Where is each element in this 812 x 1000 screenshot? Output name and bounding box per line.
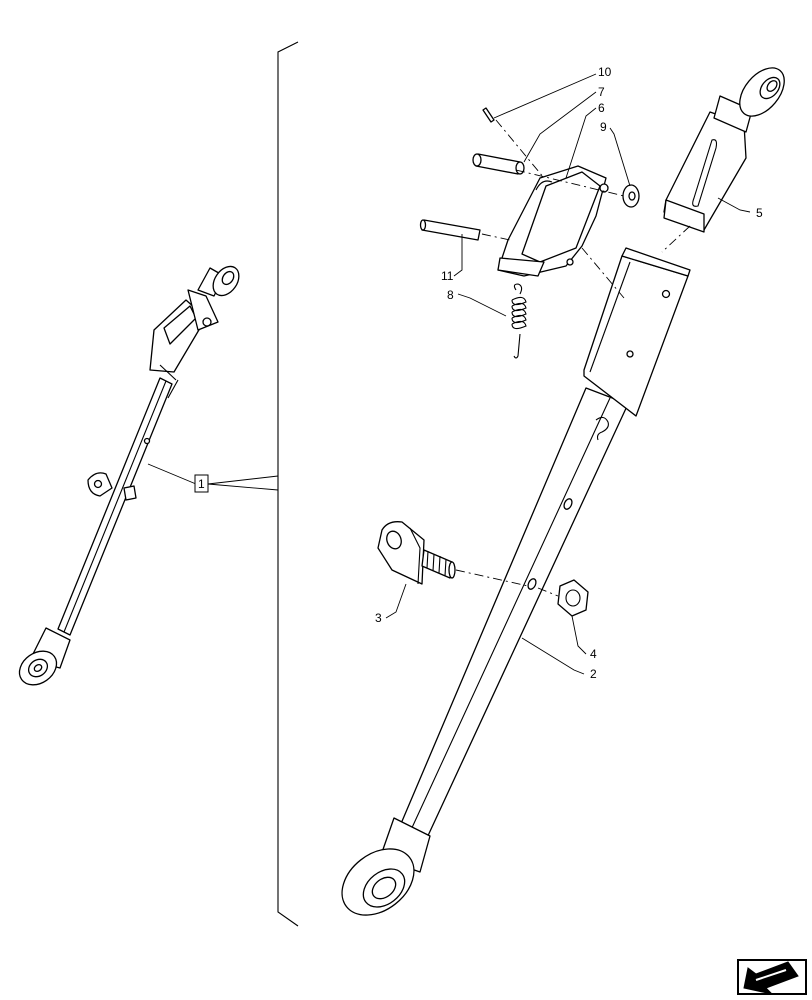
callout-6: 6 bbox=[598, 101, 605, 115]
assembly-axes bbox=[455, 119, 691, 597]
sliding-end bbox=[663, 67, 785, 233]
split-pin bbox=[482, 107, 495, 123]
washer bbox=[622, 184, 640, 208]
callout-11: 11 bbox=[441, 269, 454, 283]
callout-9: 9 bbox=[600, 120, 607, 134]
group-brace bbox=[277, 41, 299, 927]
callout-3: 3 bbox=[375, 611, 382, 625]
callout-1: 1 bbox=[198, 477, 205, 491]
link-bar-bottom-eye bbox=[341, 817, 431, 916]
callout-4: 4 bbox=[590, 647, 597, 661]
arrow-icon[interactable] bbox=[737, 959, 807, 995]
rod-pin bbox=[419, 219, 481, 241]
overview-top-eye bbox=[197, 265, 240, 297]
spring bbox=[511, 283, 527, 359]
link-bar-sleeve bbox=[583, 255, 689, 417]
lynch-pin bbox=[472, 153, 525, 175]
link-bar-body bbox=[399, 387, 629, 841]
overview-assembly bbox=[18, 265, 240, 686]
callout-2: 2 bbox=[590, 667, 597, 681]
overview-bottom-eye bbox=[18, 627, 71, 686]
link-bar bbox=[341, 247, 691, 916]
latch-bracket bbox=[497, 165, 609, 277]
clevis-bracket bbox=[377, 521, 456, 585]
nut bbox=[557, 579, 589, 617]
callout-8: 8 bbox=[447, 288, 454, 302]
overview-latch bbox=[149, 289, 219, 399]
clevis-bracket-body bbox=[377, 521, 425, 585]
assembly-callout-box bbox=[194, 474, 209, 493]
leader-lines bbox=[385, 73, 751, 675]
callout-7: 7 bbox=[598, 85, 605, 99]
callout-5: 5 bbox=[756, 206, 763, 220]
callout-10: 10 bbox=[598, 65, 612, 79]
overview-side-clevis bbox=[87, 472, 137, 501]
